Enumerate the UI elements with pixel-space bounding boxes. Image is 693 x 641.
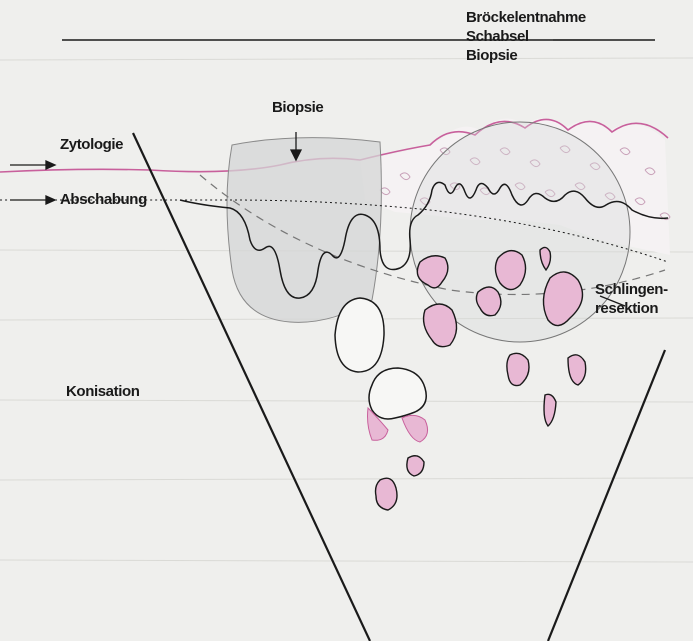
nest-9: [544, 394, 556, 426]
label-zytologie: Zytologie: [60, 135, 123, 154]
gland-oval: [335, 298, 384, 372]
label-biopsie-top: Biopsie: [466, 46, 586, 65]
label-schlingen: Schlingen-: [595, 280, 668, 299]
label-konisation: Konisation: [66, 382, 140, 401]
nest-7: [507, 353, 529, 385]
label-schlingenresektion: Schlingen- resektion: [595, 280, 668, 318]
nest-2: [424, 304, 457, 347]
crypt-lining-right: [402, 415, 428, 442]
nest-3: [495, 251, 525, 290]
nest-10: [407, 456, 424, 476]
label-group-top: Bröckelentnahme Schabsel Biopsie: [466, 8, 586, 65]
label-abschabung: Abschabung: [60, 190, 147, 209]
label-biopsie: Biopsie: [272, 98, 323, 117]
label-broeckelentnahme: Bröckelentnahme: [466, 8, 586, 27]
gland-crypt: [369, 368, 426, 419]
label-schabsel: Schabsel: [466, 27, 586, 46]
nest-11: [376, 478, 398, 510]
conization-right-line: [548, 350, 665, 641]
nest-8: [568, 355, 586, 385]
label-resektion: resektion: [595, 299, 668, 318]
biopsy-punch-region: [227, 138, 381, 323]
